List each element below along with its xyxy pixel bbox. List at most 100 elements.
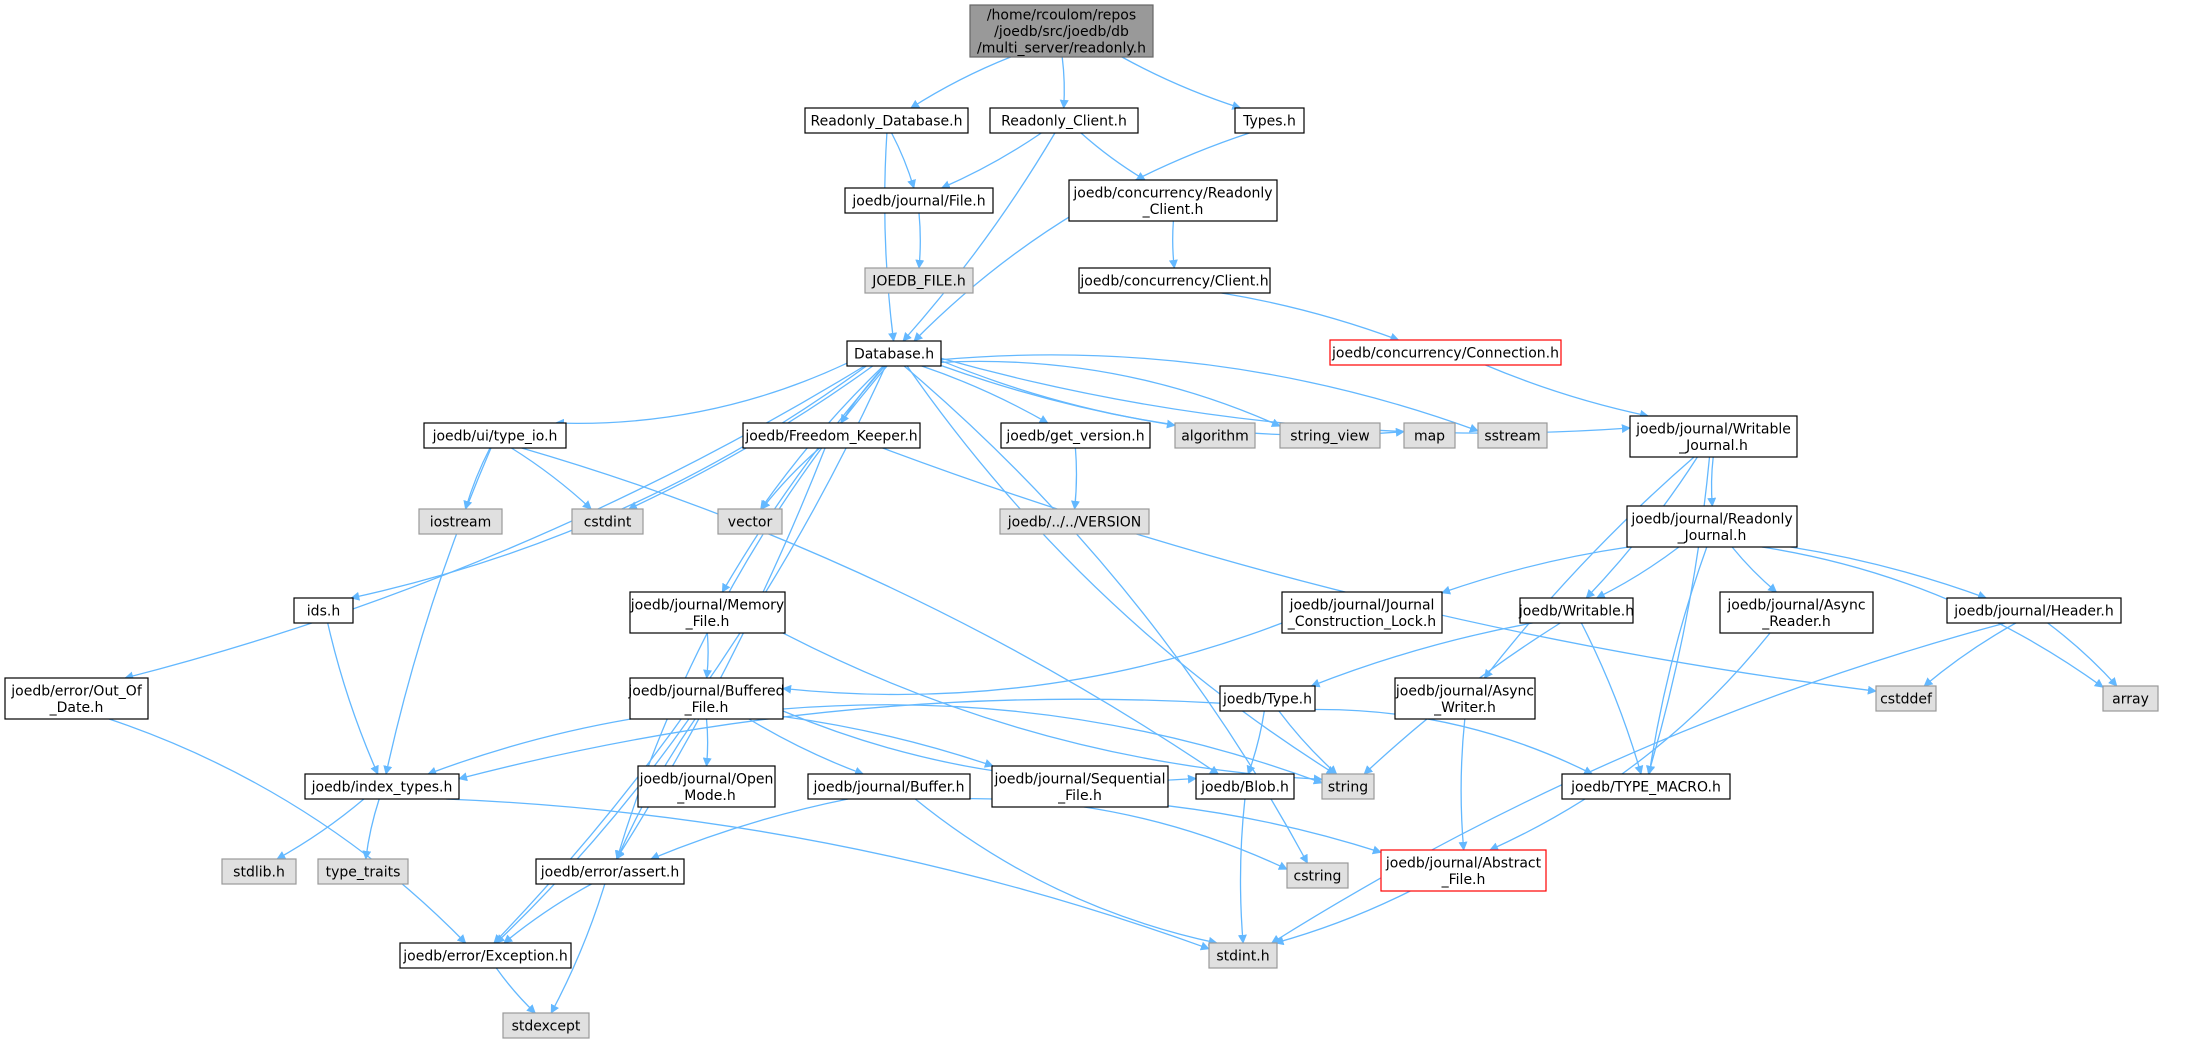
node-buffered_file[interactable]: joedb/journal/Buffered_File.h bbox=[627, 677, 785, 720]
edge-buffered_file-to-buffer_h bbox=[748, 718, 864, 776]
node-string[interactable]: string bbox=[1321, 773, 1375, 800]
node-concurrency_client[interactable]: joedb/concurrency/Client.h bbox=[1078, 267, 1271, 294]
node-box bbox=[1329, 339, 1562, 366]
node-stdlib_h[interactable]: stdlib.h bbox=[221, 858, 297, 885]
node-vector[interactable]: vector bbox=[717, 508, 783, 535]
node-label-line: JOEDB_FILE.h bbox=[871, 274, 966, 290]
edge-type_h-to-string bbox=[1278, 710, 1338, 775]
node-label-line: _Mode.h bbox=[676, 788, 735, 804]
edge-abstract_file-to-stdint_h bbox=[1274, 890, 1411, 946]
node-sstream[interactable]: sstream bbox=[1477, 422, 1548, 449]
node-abstract_file[interactable]: joedb/journal/Abstract_File.h bbox=[1380, 849, 1547, 892]
edge-async_writer-to-abstract_file bbox=[1458, 718, 1468, 851]
node-box bbox=[399, 942, 572, 969]
node-readonly_database[interactable]: Readonly_Database.h bbox=[804, 107, 969, 134]
node-label-line: joedb/concurrency/Readonly bbox=[1072, 185, 1272, 201]
node-cstdint[interactable]: cstdint bbox=[571, 508, 644, 535]
node-box bbox=[991, 765, 1169, 808]
node-ui_type_io[interactable]: joedb/ui/type_io.h bbox=[423, 422, 567, 449]
edge-freedom_keeper-to-cstddef bbox=[882, 447, 1877, 695]
node-database_h[interactable]: Database.h bbox=[846, 340, 942, 367]
edge-concurrency_connection-to-writable_journal bbox=[1485, 364, 1649, 419]
node-journal_construction_lock[interactable]: joedb/journal/Journal_Construction_Lock.… bbox=[1281, 591, 1443, 634]
node-blob_h[interactable]: joedb/Blob.h bbox=[1195, 773, 1295, 800]
node-readonly_client[interactable]: Readonly_Client.h bbox=[989, 107, 1139, 134]
node-box bbox=[571, 508, 644, 535]
node-ids_h[interactable]: ids.h bbox=[293, 597, 354, 624]
node-header_h[interactable]: joedb/journal/Header.h bbox=[1946, 597, 2122, 624]
node-map[interactable]: map bbox=[1403, 422, 1456, 449]
node-label-line: joedb/journal/Sequential bbox=[993, 771, 1165, 787]
edge-concurrency_readonly_client-to-concurrency_client bbox=[1168, 220, 1178, 269]
node-concurrency_connection[interactable]: joedb/concurrency/Connection.h bbox=[1329, 339, 1562, 366]
node-label-line: _Writer.h bbox=[1433, 700, 1496, 716]
node-stdexcept[interactable]: stdexcept bbox=[502, 1012, 590, 1039]
node-label-line: _File.h bbox=[1057, 788, 1102, 804]
node-label-line: joedb/TYPE_MACRO.h bbox=[1570, 780, 1721, 796]
node-get_version[interactable]: joedb/get_version.h bbox=[1000, 422, 1151, 449]
node-box bbox=[1477, 422, 1548, 449]
node-type_traits[interactable]: type_traits bbox=[317, 858, 409, 885]
node-label-line: ids.h bbox=[307, 604, 340, 620]
node-box bbox=[1068, 179, 1278, 222]
node-label-line: stdexcept bbox=[512, 1019, 581, 1035]
edge-writable_h-to-type_h bbox=[1310, 622, 1533, 688]
node-stdint_h[interactable]: stdint.h bbox=[1208, 942, 1278, 969]
node-label-line: _Journal.h bbox=[1677, 528, 1747, 544]
node-cstddef[interactable]: cstddef bbox=[1875, 685, 1937, 712]
edge-readonly_database-to-database_h bbox=[884, 132, 898, 342]
node-label-line: joedb/journal/Buffered bbox=[627, 683, 784, 699]
node-label-line: sstream bbox=[1484, 429, 1540, 445]
node-async_writer[interactable]: joedb/journal/Async_Writer.h bbox=[1394, 677, 1536, 720]
node-types_h[interactable]: Types.h bbox=[1234, 107, 1305, 134]
node-box bbox=[1286, 862, 1349, 889]
node-open_mode[interactable]: joedb/journal/Open_Mode.h bbox=[637, 765, 776, 808]
edge-database_h-to-string bbox=[906, 365, 1336, 775]
node-label-line: joedb/journal/Async bbox=[1395, 683, 1534, 699]
edge-type_h-to-blob_h bbox=[1246, 710, 1265, 775]
node-joedb_file[interactable]: JOEDB_FILE.h bbox=[864, 267, 974, 294]
node-box bbox=[1719, 591, 1874, 634]
node-out_of_date[interactable]: joedb/error/Out_Of_Date.h bbox=[4, 677, 149, 720]
edge-readonly_journal-to-writable_h bbox=[1595, 546, 1680, 599]
edge-writable_journal-to-readonly_journal bbox=[1707, 456, 1717, 507]
node-algorithm[interactable]: algorithm bbox=[1174, 422, 1256, 449]
node-version_file[interactable]: joedb/../../VERSION bbox=[999, 508, 1150, 535]
node-box bbox=[989, 107, 1139, 134]
node-iostream[interactable]: iostream bbox=[418, 508, 503, 535]
node-writable_journal[interactable]: joedb/journal/Writable_Journal.h bbox=[1629, 415, 1798, 458]
node-async_reader[interactable]: joedb/journal/Async_Reader.h bbox=[1719, 591, 1874, 634]
node-freedom_keeper[interactable]: joedb/Freedom_Keeper.h bbox=[742, 422, 921, 449]
node-type_h[interactable]: joedb/Type.h bbox=[1219, 685, 1316, 712]
edge-header_h-to-array bbox=[2047, 622, 2118, 687]
node-box bbox=[1208, 942, 1278, 969]
edge-ui_type_io-to-cstdint bbox=[511, 447, 592, 510]
node-box bbox=[1519, 597, 1634, 624]
edge-database_h-to-sstream bbox=[940, 354, 1479, 433]
edge-readonly_client-to-journal_file bbox=[940, 132, 1042, 189]
node-array[interactable]: array bbox=[2102, 685, 2159, 712]
node-box bbox=[304, 773, 460, 800]
edge-out_of_date-to-error_exception bbox=[108, 718, 467, 944]
node-memory_file[interactable]: joedb/journal/Memory_File.h bbox=[629, 591, 786, 634]
node-cstring[interactable]: cstring bbox=[1286, 862, 1349, 889]
node-readonly_journal[interactable]: joedb/journal/Readonly_Journal.h bbox=[1626, 505, 1798, 548]
edge-writable_h-to-type_macro bbox=[1580, 622, 1644, 775]
node-sequential_file[interactable]: joedb/journal/Sequential_File.h bbox=[991, 765, 1169, 808]
node-error_assert[interactable]: joedb/error/assert.h bbox=[535, 858, 685, 885]
node-type_macro[interactable]: joedb/TYPE_MACRO.h bbox=[1561, 773, 1731, 800]
node-index_types[interactable]: joedb/index_types.h bbox=[304, 773, 460, 800]
node-label-line: stdint.h bbox=[1216, 949, 1269, 965]
node-label-line: joedb/journal/Buffer.h bbox=[813, 780, 965, 796]
node-label-line: iostream bbox=[430, 515, 492, 531]
node-writable_h[interactable]: joedb/Writable.h bbox=[1518, 597, 1634, 624]
node-error_exception[interactable]: joedb/error/Exception.h bbox=[399, 942, 572, 969]
node-box bbox=[1195, 773, 1295, 800]
node-buffer_h[interactable]: joedb/journal/Buffer.h bbox=[807, 773, 971, 800]
node-label-line: Readonly_Database.h bbox=[811, 114, 963, 130]
node-journal_file[interactable]: joedb/journal/File.h bbox=[844, 187, 994, 214]
node-string_view[interactable]: string_view bbox=[1279, 422, 1381, 449]
node-concurrency_readonly_client[interactable]: joedb/concurrency/Readonly_Client.h bbox=[1068, 179, 1278, 222]
edge-ui_type_io-to-index_types bbox=[383, 447, 492, 775]
edge-ui_type_io-to-iostream bbox=[463, 447, 491, 510]
